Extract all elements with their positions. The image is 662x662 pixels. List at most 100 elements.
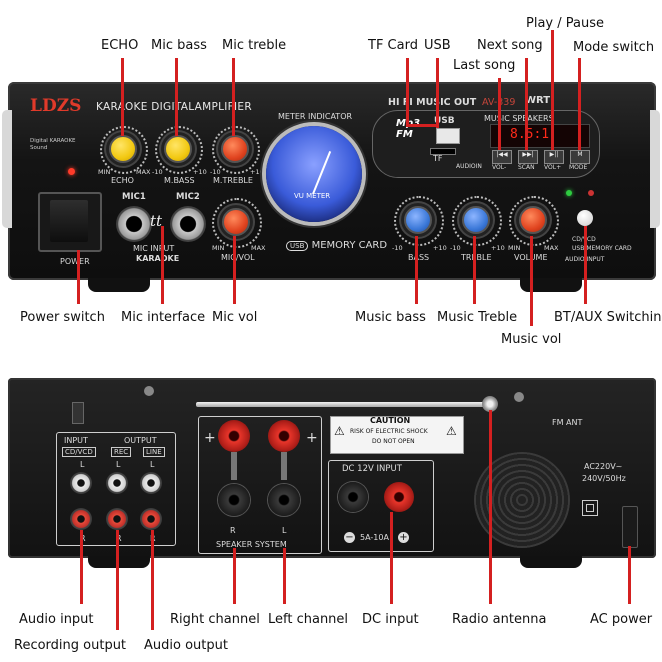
input-l-jack[interactable] xyxy=(70,472,92,494)
input-r-jack[interactable] xyxy=(70,508,92,530)
left-channel-positive-terminal[interactable] xyxy=(268,420,300,452)
echo-knob-scale xyxy=(100,126,148,174)
mp3-fm-logo: Mp3 FM xyxy=(396,118,420,140)
digital-karaoke-badge: Digital KARAOKE Sound xyxy=(30,138,76,151)
ac-power-cable[interactable] xyxy=(622,506,638,548)
plus-left-label: + xyxy=(204,430,216,446)
line-l-jack[interactable] xyxy=(140,472,162,494)
fm-ant-label: FM ANT xyxy=(552,418,583,427)
indicator-led-red xyxy=(68,168,75,175)
bt-aux-switch-button[interactable] xyxy=(577,210,593,226)
mode-button[interactable]: M xyxy=(570,150,590,164)
radio-antenna-base[interactable] xyxy=(482,396,498,412)
callout-line xyxy=(232,58,235,136)
line-r-jack[interactable] xyxy=(140,508,162,530)
dc-positive-terminal[interactable] xyxy=(384,482,414,512)
callout-usb: USB xyxy=(424,38,451,53)
line-label: LINE xyxy=(143,447,165,457)
treble-max: +10 xyxy=(491,244,505,252)
callout-line xyxy=(551,30,554,150)
music-speakers-label: MUSIC SPEAKERS xyxy=(484,114,554,123)
terminal-stem xyxy=(281,452,287,480)
last-song-button[interactable]: |◀◀ xyxy=(492,150,512,164)
callout-line xyxy=(80,530,83,604)
speaker-terminal-panel xyxy=(198,416,322,554)
volume-min: MIN xyxy=(508,244,521,252)
callout-recording-output: Recording output xyxy=(14,638,127,653)
callout-line xyxy=(406,58,409,126)
line-l-label: L xyxy=(150,460,155,469)
right-channel-positive-terminal[interactable] xyxy=(218,420,250,452)
mic-treble-knob-label: M.TREBLE xyxy=(213,176,253,185)
ac-spec-2: 240V/50Hz xyxy=(582,474,626,483)
bass-min: -10 xyxy=(392,244,403,252)
usb-port-label: USB xyxy=(434,116,455,126)
mic-vol-max: MAX xyxy=(251,244,266,252)
plus-right-label: + xyxy=(306,430,318,446)
callout-mode-switch: Mode switch xyxy=(573,40,655,55)
callout-line xyxy=(628,546,631,604)
usb-badge-text: USB xyxy=(286,241,309,251)
speaker-l-label: L xyxy=(282,526,287,535)
dc-input-panel xyxy=(328,460,434,552)
mic2-jack[interactable] xyxy=(170,206,206,242)
usb-memory-card-label: USB/MEMORY CARD xyxy=(572,245,632,252)
play-pause-button[interactable]: ▶|| xyxy=(544,150,564,164)
mic-bass-knob[interactable] xyxy=(164,135,192,163)
double-insulation-icon xyxy=(582,500,598,516)
callout-mic-bass: Mic bass xyxy=(151,38,207,53)
led-display-value: 8.5:1 xyxy=(510,127,550,142)
callout-line xyxy=(489,410,492,604)
front-handle-left xyxy=(2,110,12,228)
mode-label: MODE xyxy=(569,164,588,171)
volume-knob[interactable] xyxy=(519,206,547,234)
amplifier-title: KARAOKE DIGITALAMPLIFIER xyxy=(96,101,252,113)
screw-icon xyxy=(514,392,524,402)
rec-r-jack[interactable] xyxy=(106,508,128,530)
wrt-logo: WRT xyxy=(525,95,551,106)
callout-dc-input: DC input xyxy=(362,612,419,627)
callout-music-treble: Music Treble xyxy=(437,310,518,325)
hifi-music-out-label: HI FI MUSIC OUT xyxy=(388,97,477,108)
dc-input-label: DC 12V INPUT xyxy=(342,464,402,474)
input-label: INPUT xyxy=(64,436,88,445)
mic1-jack[interactable] xyxy=(116,206,152,242)
callout-line xyxy=(584,226,587,304)
usb-port[interactable] xyxy=(436,128,460,144)
speaker-system-label: SPEAKER SYSTEM xyxy=(216,540,287,549)
tf-card-slot[interactable] xyxy=(430,148,456,155)
input-cd-vcd-label: CD/VCD xyxy=(62,447,96,457)
callout-line xyxy=(473,236,476,304)
left-channel-negative-terminal[interactable] xyxy=(268,484,300,516)
treble-knob[interactable] xyxy=(462,206,490,234)
mic-bass-min: -10 xyxy=(152,168,163,176)
treble-knob-scale xyxy=(452,196,502,246)
karaoke-label: KARAOKE xyxy=(136,254,180,263)
dc-negative-terminal[interactable] xyxy=(338,482,368,512)
back-foot-left xyxy=(88,556,150,568)
echo-knob[interactable] xyxy=(109,135,137,163)
callout-mic-treble: Mic treble xyxy=(222,38,287,53)
rec-l-jack[interactable] xyxy=(106,472,128,494)
next-song-button[interactable]: ▶▶| xyxy=(518,150,538,164)
callout-line xyxy=(415,236,418,304)
ac-spec-1: AC220V~ xyxy=(584,462,623,471)
mic-input-label: MIC INPUT xyxy=(133,244,175,253)
mic-vol-knob[interactable] xyxy=(222,208,250,236)
caution-risk: RISK OF ELECTRIC SHOCK xyxy=(350,428,428,435)
warning-icon: ⚠ xyxy=(446,424,457,438)
audioin-label: AUDIOIN xyxy=(456,163,482,170)
usb-memory-badge: USB MEMORY CARD xyxy=(286,240,387,251)
radio-antenna-rod xyxy=(196,402,488,407)
mic-bass-knob-label: M.BASS xyxy=(164,176,195,185)
mic-treble-knob[interactable] xyxy=(221,135,249,163)
cd-vcd-label: CD/VCD xyxy=(572,236,596,243)
power-switch[interactable] xyxy=(38,192,102,252)
echo-max: MAX xyxy=(136,168,151,176)
right-channel-negative-terminal[interactable] xyxy=(218,484,250,516)
mic1-label: MIC1 xyxy=(122,192,146,202)
plus-icon: + xyxy=(398,532,409,543)
speaker-r-label: R xyxy=(230,526,236,535)
callout-power-switch: Power switch xyxy=(20,310,105,325)
bass-knob[interactable] xyxy=(404,206,432,234)
